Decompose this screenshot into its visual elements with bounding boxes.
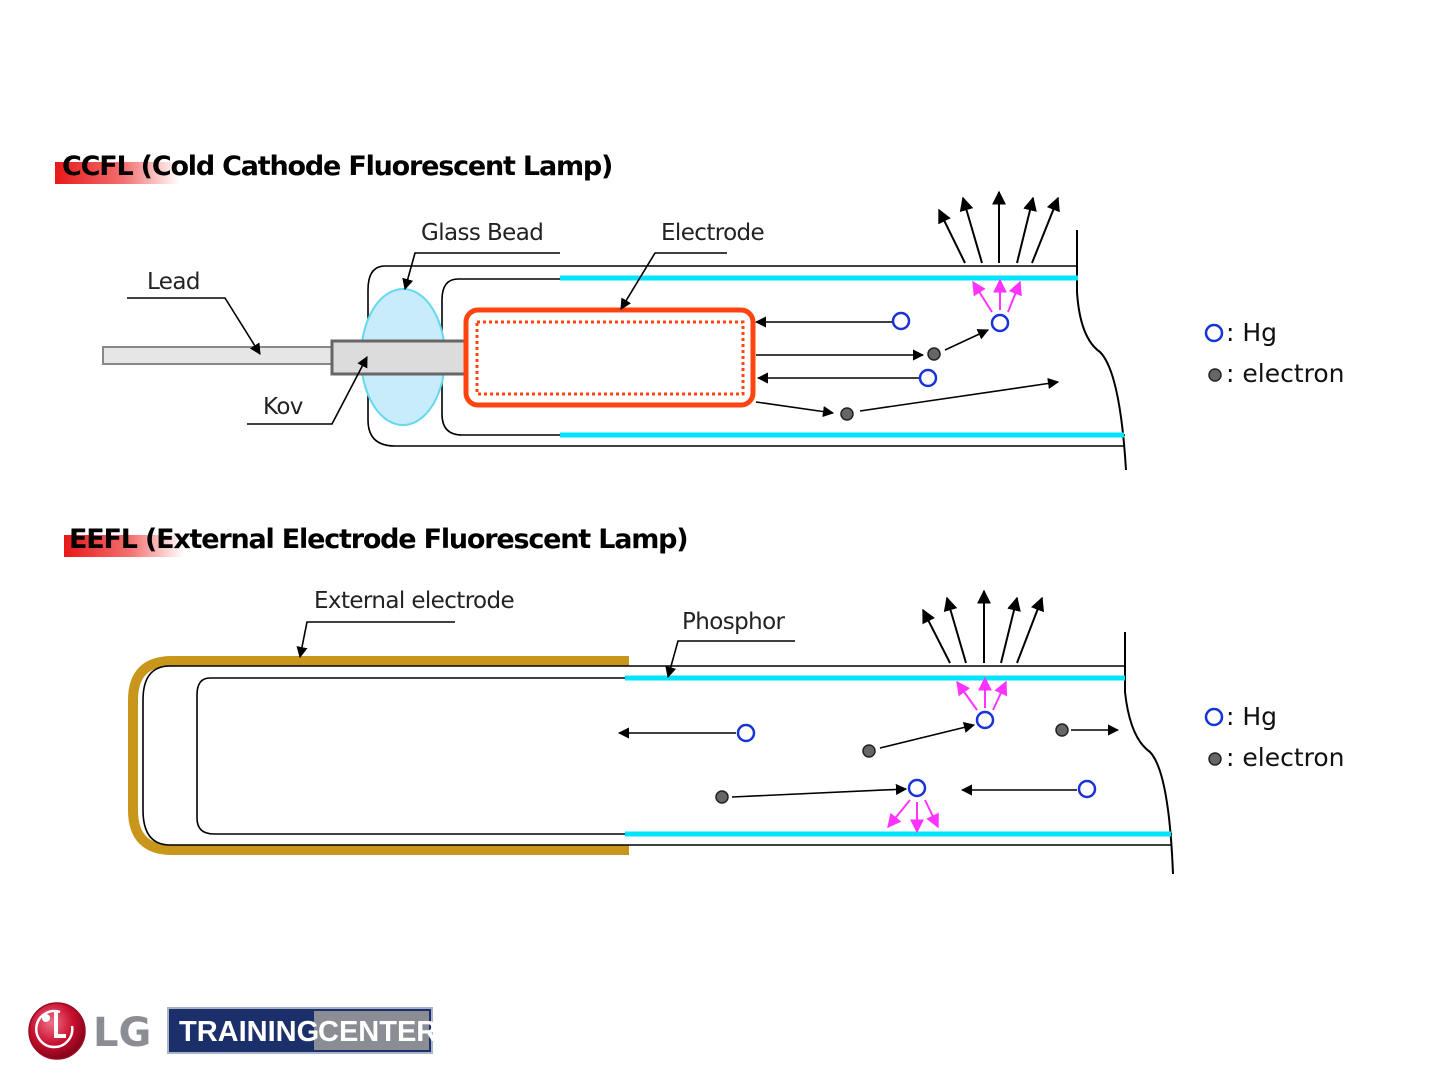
lg-training-center-logo: LG TRAINING CENTER <box>28 1002 437 1060</box>
ccfl-electron <box>840 407 854 421</box>
ccfl-tube-end <box>1076 230 1127 471</box>
ccfl-hg-atom <box>990 313 1010 333</box>
ccfl-kov <box>330 339 468 376</box>
eefl-electron <box>715 790 729 804</box>
ccfl-light-arrows <box>938 190 1060 264</box>
lg-face-icon <box>35 1009 74 1049</box>
eefl-hg-atom <box>1077 779 1097 799</box>
ccfl-title-code: CCFL <box>62 151 133 182</box>
ccfl-electrode-leader <box>620 252 727 310</box>
eefl-title-code: EEFL <box>69 524 138 555</box>
eefl-legend: : Hg : electron <box>1204 702 1345 772</box>
ccfl-electron <box>927 347 941 361</box>
ccfl-title-rest: (Cold Cathode Fluorescent Lamp) <box>132 151 612 182</box>
center-text: CENTER <box>318 1016 437 1048</box>
ccfl-label-kov: Kov <box>263 394 303 420</box>
legend-hg-label: : Hg <box>1226 702 1277 731</box>
center-badge-bg <box>314 1011 429 1050</box>
eefl-inner-tube <box>196 677 1172 835</box>
eefl-label-phosphor: Phosphor <box>682 609 786 635</box>
eefl-external-electrode <box>128 656 629 855</box>
eefl-hg-atom <box>975 710 995 730</box>
eefl-electron <box>1055 723 1069 737</box>
ccfl-uv-arrows <box>972 278 1022 313</box>
eefl-uv-arrows-up <box>956 676 1008 711</box>
svg-text:CCFL (Cold Cathode Fluorescent: CCFL (Cold Cathode Fluorescent Lamp) <box>62 151 612 182</box>
eefl-title-highlight <box>64 535 184 557</box>
legend-hg-icon <box>1204 707 1224 727</box>
ccfl-hg-atom <box>918 368 938 388</box>
lg-logo-text: LG <box>93 1010 151 1056</box>
legend-electron-icon <box>1208 752 1222 766</box>
legend-electron-label: : electron <box>1226 359 1345 388</box>
ccfl-electron-arrow-4 <box>859 377 1060 412</box>
eefl-electron-arrow-1 <box>879 721 976 749</box>
legend-electron-icon <box>1208 368 1222 382</box>
ccfl-electron-arrow-3 <box>755 401 835 418</box>
ccfl-title-highlight <box>55 162 180 184</box>
svg-text:EEFL (External Electrode Fluor: EEFL (External Electrode Fluorescent Lam… <box>69 524 687 555</box>
eefl-uv-arrows-down <box>887 799 939 834</box>
eefl-electron <box>862 744 876 758</box>
ccfl-diagram <box>102 190 1127 471</box>
legend-hg-icon <box>1204 323 1224 343</box>
legend-hg-label: : Hg <box>1226 318 1277 347</box>
eefl-external-electrode-leader <box>296 621 455 659</box>
eefl-title-rest: (External Electrode Fluorescent Lamp) <box>137 524 688 555</box>
eefl-diagram <box>128 589 1174 875</box>
eefl-hg-atom <box>907 778 927 798</box>
eefl-hg-atom <box>736 723 756 743</box>
eefl-light-arrows <box>922 589 1045 664</box>
eefl-phosphor-leader <box>665 640 795 679</box>
ccfl-label-glass-bead: Glass Bead <box>421 220 543 246</box>
ccfl-hg-atom <box>891 311 911 331</box>
eefl-tube-end <box>1124 632 1174 875</box>
ccfl-electrode-inner <box>475 320 745 396</box>
ccfl-legend: : Hg : electron <box>1204 318 1345 388</box>
legend-electron-label: : electron <box>1226 743 1345 772</box>
eefl-outer-tube <box>142 665 1172 846</box>
eefl-electron-arrow-3 <box>731 783 908 798</box>
eefl-title: EEFL (External Electrode Fluorescent Lam… <box>64 524 689 557</box>
ccfl-glassbead-leader <box>402 252 560 291</box>
eefl-label-external-electrode: External electrode <box>314 588 514 614</box>
ccfl-title: CCFL (Cold Cathode Fluorescent Lamp) <box>55 151 613 184</box>
ccfl-label-lead: Lead <box>147 269 200 295</box>
ccfl-kov-leader <box>247 356 368 425</box>
ccfl-lead-wire <box>102 346 336 365</box>
training-text: TRAINING <box>179 1016 319 1048</box>
ccfl-label-electrode: Electrode <box>661 220 764 246</box>
ccfl-electron-arrow-2 <box>944 329 990 351</box>
ccfl-lead-leader <box>127 297 261 355</box>
ccfl-electrode <box>463 307 756 408</box>
